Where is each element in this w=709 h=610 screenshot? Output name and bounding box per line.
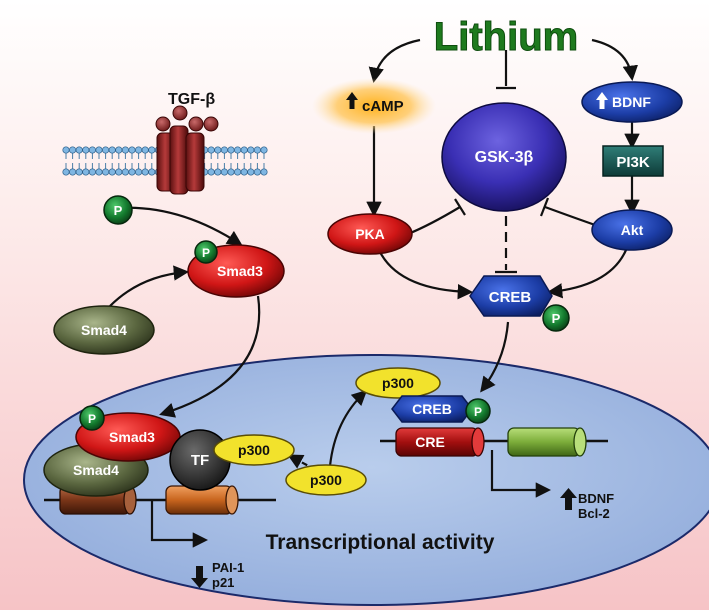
creb-node: CREB — [469, 275, 553, 317]
cre-label: CRE — [415, 434, 445, 450]
gsk3b-node: GSK-3β — [441, 102, 567, 212]
creb-label: CREB — [489, 289, 532, 306]
gene-cylinder-right — [507, 427, 587, 457]
smad4-nuclear-label: Smad4 — [73, 462, 119, 478]
p300-free-label: p300 — [310, 472, 342, 488]
pi3k-node: PI3K — [602, 145, 664, 177]
camp-glow — [312, 78, 436, 134]
svg-text:P: P — [474, 405, 482, 419]
akt-node: Akt — [591, 209, 673, 251]
output-p21: p21 — [212, 575, 234, 590]
p300-creb-label: p300 — [382, 375, 414, 391]
bdnf-node: BDNF — [581, 81, 683, 123]
p300-free-node: p300 — [285, 464, 367, 496]
arrow-smad4-smad3 — [109, 265, 190, 307]
tf-label: TF — [191, 452, 209, 469]
pka-label: PKA — [355, 226, 385, 242]
svg-text:P: P — [88, 412, 96, 426]
output-pai1: PAI-1 — [212, 560, 244, 575]
cre-element: CRE — [395, 427, 485, 457]
creb-nuclear-label: CREB — [412, 401, 452, 417]
up-arrow-icon — [560, 488, 577, 510]
svg-text:P: P — [552, 311, 561, 326]
output-bdnf: BDNF — [578, 491, 614, 506]
smad4-label: Smad4 — [81, 322, 127, 338]
arrow-lithium-bdnf — [591, 38, 638, 82]
smad3-nuclear-label: Smad3 — [109, 429, 155, 445]
phospho-badge-receptor: P — [103, 195, 133, 225]
arrow-cre-transcription — [490, 450, 552, 498]
arrow-smad-transcription — [150, 500, 209, 548]
downregulated-outputs: PAI-1 p21 — [191, 560, 244, 590]
bdnf-label: BDNF — [612, 94, 651, 110]
phospho-badge-creb-nuclear: P — [465, 398, 491, 424]
tgf-beta-label: TGF-β — [168, 91, 215, 108]
p300-creb-node: p300 — [355, 367, 441, 399]
p300-tf-label: p300 — [238, 442, 270, 458]
output-bcl2: Bcl-2 — [578, 506, 610, 521]
down-arrow-icon — [191, 566, 208, 588]
upregulated-outputs: BDNF Bcl-2 — [560, 488, 614, 521]
creb-nuclear-node: CREB — [391, 395, 473, 423]
cell-membrane — [62, 146, 268, 176]
arrow-pka-creb — [379, 251, 474, 300]
arrow-akt-creb — [546, 249, 628, 299]
svg-text:P: P — [114, 203, 123, 218]
tf-node: TF — [169, 429, 231, 491]
svg-text:P: P — [202, 246, 210, 260]
smad4-node: Smad4 — [53, 305, 155, 355]
camp-node: cAMP — [346, 92, 404, 115]
phospho-badge-creb: P — [542, 304, 570, 332]
arrow-creb-nucleus — [480, 321, 510, 393]
tgf-beta-receptor — [156, 125, 205, 195]
arrow-smad3-nucleus — [159, 295, 261, 418]
camp-label: cAMP — [362, 98, 404, 115]
phospho-badge-smad3-nuclear: P — [79, 405, 105, 431]
smad3-label: Smad3 — [217, 263, 263, 279]
gsk3b-label: GSK-3β — [475, 149, 534, 166]
tgf-beta-ligands — [155, 105, 219, 132]
up-arrow-icon — [596, 92, 608, 109]
arrow-p300-upper — [328, 389, 368, 467]
pi3k-label: PI3K — [616, 154, 650, 171]
akt-label: Akt — [621, 222, 644, 238]
up-arrow-icon — [346, 92, 358, 109]
transcriptional-activity-label: Transcriptional activity — [266, 531, 495, 554]
pka-node: PKA — [327, 213, 413, 255]
lithium-title: Lithium — [434, 15, 578, 59]
pathway-arrows — [109, 38, 640, 548]
arrow-receptor-smad3 — [119, 206, 243, 246]
arrow-lithium-camp — [368, 38, 421, 84]
p300-tf-node: p300 — [213, 434, 295, 466]
phospho-badge-smad3: P — [194, 240, 218, 264]
